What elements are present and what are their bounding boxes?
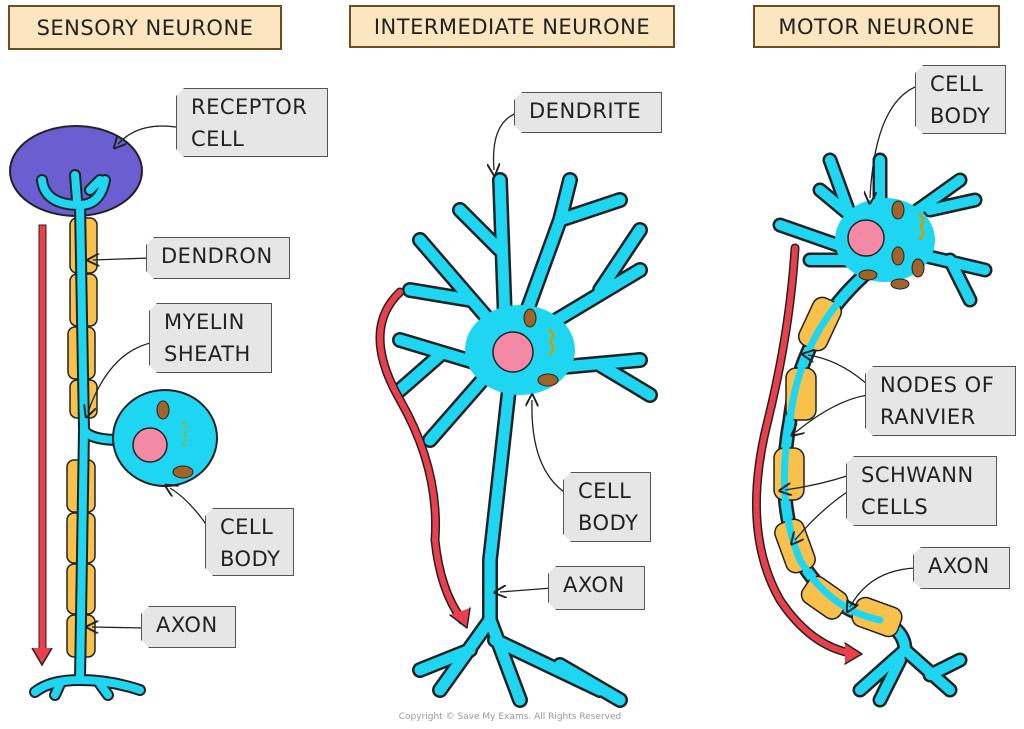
label-line: NODES OF: [880, 373, 995, 397]
label-inter-cell-body: CELL BODY: [563, 472, 651, 542]
label-line: RECEPTOR: [191, 95, 308, 119]
label-line: RANVIER: [880, 405, 976, 429]
label-line: BODY: [220, 547, 281, 571]
label-inter-axon: AXON: [548, 566, 645, 610]
label-line: SHEATH: [164, 342, 251, 366]
label-line: CELL: [578, 479, 632, 503]
intermediate-neurone: [375, 172, 658, 708]
nucleus: [847, 219, 885, 257]
label-dendrite: DENDRITE: [514, 92, 662, 133]
label-line: CELL: [930, 72, 984, 96]
nucleus: [132, 427, 168, 463]
label-sensory-cell-body: CELL BODY: [205, 508, 294, 576]
header-motor-neurone: MOTOR NEURONE: [753, 5, 1000, 48]
label-line: AXON: [563, 573, 625, 597]
label-motor-cell-body: CELL BODY: [915, 65, 1006, 134]
header-sensory-neurone: SENSORY NEURONE: [8, 5, 282, 50]
label-line: SCHWANN: [861, 463, 974, 487]
label-sensory-axon: AXON: [141, 606, 236, 648]
label-pointers: [88, 84, 921, 628]
impulse-arrow: [38, 224, 47, 651]
label-line: CELLS: [861, 495, 929, 519]
label-dendron: DENDRON: [146, 237, 290, 279]
label-line: AXON: [928, 554, 990, 578]
label-line: AXON: [156, 613, 218, 637]
label-line: CELL: [220, 515, 274, 539]
label-line: CELL: [191, 127, 245, 151]
label-line: BODY: [930, 104, 991, 128]
copyright-notice: Copyright © Save My Exams. All Rights Re…: [398, 712, 622, 722]
label-schwann-cells: SCHWANN CELLS: [846, 456, 997, 526]
label-nodes-of-ranvier: NODES OF RANVIER: [865, 366, 1016, 436]
label-line: DENDRON: [161, 244, 273, 268]
label-myelin-sheath: MYELIN SHEATH: [149, 303, 272, 373]
label-line: BODY: [578, 511, 639, 535]
label-motor-axon: AXON: [913, 547, 1010, 589]
header-intermediate-neurone: INTERMEDIATE NEURONE: [349, 5, 675, 48]
sensory-neurone: [9, 125, 218, 701]
label-receptor-cell: RECEPTOR CELL: [176, 88, 328, 157]
label-line: MYELIN: [164, 310, 245, 334]
nucleus: [492, 331, 534, 373]
label-line: DENDRITE: [529, 99, 642, 123]
